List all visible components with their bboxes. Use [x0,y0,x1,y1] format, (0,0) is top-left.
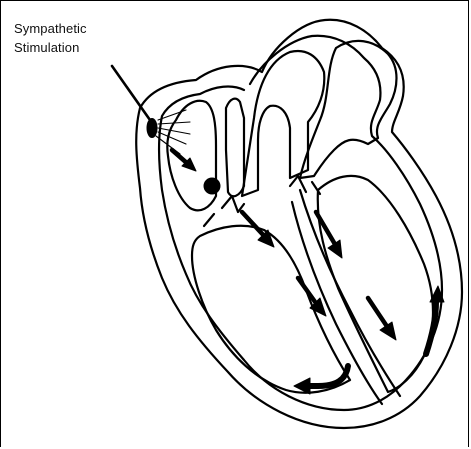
pointer-line [112,66,150,120]
left-ventricle [318,176,433,392]
aorta-tube [242,51,324,196]
arrow-purkinje-up [426,286,444,354]
tricuspid-valve [204,196,244,226]
arrow-left-bundle-lower [368,298,396,340]
arrow-right-bundle-upper [242,212,274,247]
left-atrium [300,41,397,178]
right-atrium [167,101,216,211]
sa-node [147,118,158,138]
arrow-right-bundle-lower [298,278,326,316]
arrow-left-bundle-upper [316,212,342,258]
mitral-valve [290,176,320,194]
arrow-purkinje-bottom [294,366,348,394]
pulmonary-trunk [226,99,244,197]
av-node [204,178,221,195]
arrow-sa-to-av [172,150,196,171]
heart-inner-wall [159,36,442,410]
heart-outer-outline [136,20,462,428]
